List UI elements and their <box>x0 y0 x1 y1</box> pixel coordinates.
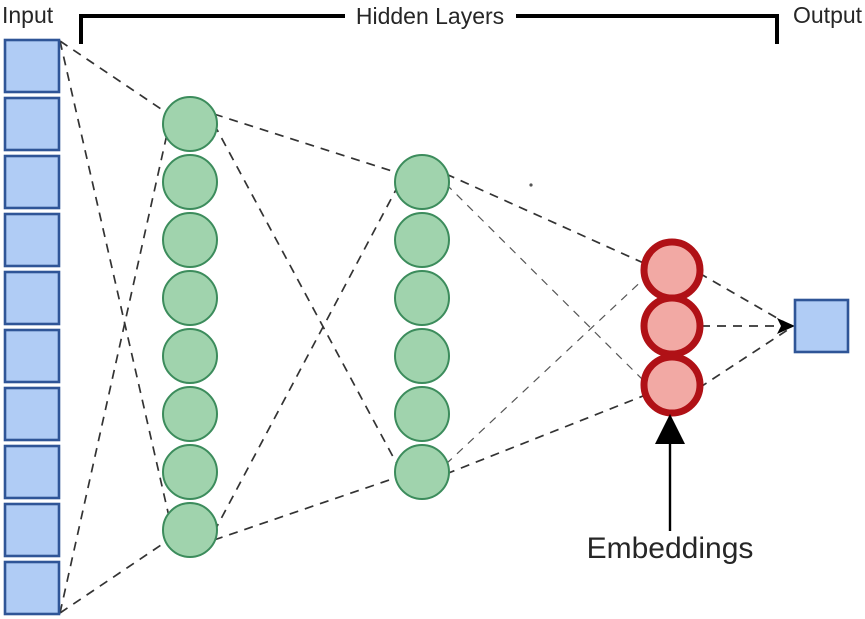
input-node[interactable] <box>3 560 61 616</box>
output-layer <box>793 298 850 354</box>
input-node[interactable] <box>3 386 61 442</box>
embeddings-callout <box>655 414 685 531</box>
edge-input-top-to-h1-bottom <box>59 40 171 522</box>
connections-embeddings-to-output <box>698 272 795 389</box>
hidden-layers-label: Hidden Layers <box>356 3 504 29</box>
edge-input-bottom-to-h1-top <box>59 133 168 614</box>
input-node[interactable] <box>3 444 61 500</box>
hidden2-node[interactable] <box>394 328 450 384</box>
input-node[interactable] <box>3 96 61 152</box>
edge-emb-bottom-to-output <box>698 328 790 389</box>
hidden1-node[interactable] <box>162 444 218 500</box>
hidden1-node[interactable] <box>162 386 218 442</box>
input-node[interactable] <box>3 212 61 268</box>
edge-h1-top-to-h2-bottom <box>213 123 399 467</box>
connections-input-to-hidden1 <box>59 40 171 614</box>
hidden1-node[interactable] <box>162 270 218 326</box>
edge-h2-top-to-emb-top <box>445 173 649 266</box>
edge-h2-bottom-to-emb-bottom <box>445 393 649 475</box>
embedding-node[interactable] <box>640 353 704 417</box>
hidden1-node[interactable] <box>162 502 218 558</box>
hidden2-node[interactable] <box>394 270 450 326</box>
hidden1-node[interactable] <box>162 212 218 268</box>
edge-h1-bottom-to-h2-bottom <box>213 476 399 541</box>
stray-mark <box>529 183 533 187</box>
hidden-layer-2 <box>394 154 450 500</box>
output-arrowhead <box>777 318 795 334</box>
output-label: Output <box>793 2 863 28</box>
connections-hidden1-to-hidden2 <box>213 113 399 541</box>
output-node[interactable] <box>793 298 850 354</box>
input-node[interactable] <box>3 270 61 326</box>
hidden2-node[interactable] <box>394 444 450 500</box>
edge-h1-bottom-to-h2-top <box>213 185 399 533</box>
hidden1-node[interactable] <box>162 154 218 210</box>
edge-h2-top-to-emb-bottom <box>445 183 649 386</box>
embedding-node[interactable] <box>640 294 704 358</box>
edge-h1-top-to-h2-top <box>213 113 399 174</box>
hidden-layer-1 <box>162 96 218 558</box>
embeddings-label: Embeddings <box>587 532 754 565</box>
input-node[interactable] <box>3 154 61 210</box>
input-node[interactable] <box>3 328 61 384</box>
input-label: Input <box>2 2 54 28</box>
input-layer <box>3 38 61 616</box>
input-node[interactable] <box>3 502 61 558</box>
edge-emb-top-to-output <box>698 272 790 326</box>
embedding-node[interactable] <box>640 238 704 302</box>
edge-h2-bottom-to-emb-top <box>445 274 649 465</box>
edge-input-bottom-to-h1-bottom <box>59 538 171 614</box>
embedding-layer <box>640 238 704 417</box>
edge-input-top-to-h1-top <box>59 40 168 114</box>
connections-hidden2-to-embeddings <box>445 173 649 475</box>
hidden2-node[interactable] <box>394 212 450 268</box>
bracket-right-arm <box>516 14 779 44</box>
hidden2-node[interactable] <box>394 386 450 442</box>
hidden1-node[interactable] <box>162 96 218 152</box>
embeddings-arrow-head <box>655 414 685 444</box>
hidden-layers-bracket <box>79 14 779 44</box>
hidden2-node[interactable] <box>394 154 450 210</box>
input-node[interactable] <box>3 38 61 94</box>
bracket-left-arm <box>79 14 345 44</box>
hidden1-node[interactable] <box>162 328 218 384</box>
